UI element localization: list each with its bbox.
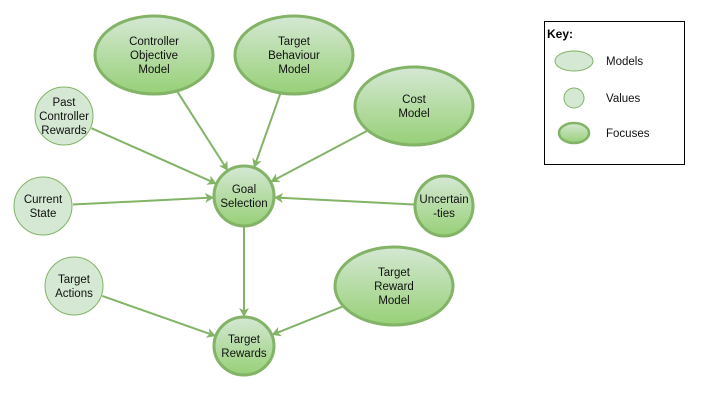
node-label-goal-selection-line-1: Selection xyxy=(220,198,267,210)
node-label-controller-objective-model-line-0: Controller xyxy=(129,36,179,48)
key-model-swatch xyxy=(554,50,594,72)
node-label-controller-objective-model-line-1: Objective xyxy=(130,50,178,62)
edge-cost-model-to-goal-selection xyxy=(270,129,368,183)
node-label-controller-objective-model-line-2: Model xyxy=(138,64,169,76)
node-shape-current-state xyxy=(13,176,73,236)
node-label-target-actions-line-1: Actions xyxy=(55,288,93,300)
node-shape-target-behaviour-model xyxy=(233,14,355,96)
node-shape-controller-objective-model xyxy=(93,14,215,96)
key-values-label: Values xyxy=(606,93,641,105)
node-label-target-behaviour-model-line-1: Behaviour xyxy=(268,50,320,62)
node-label-past-controller-rewards-line-1: Controller xyxy=(39,111,89,123)
node-label-uncertainties-line-0: Uncertain xyxy=(419,194,468,206)
node-label-cost-model-line-1: Model xyxy=(398,108,429,120)
key-focuses-label: Focuses xyxy=(606,128,650,140)
node-shape-target-rewards xyxy=(212,315,276,377)
node-shape-cost-model xyxy=(353,65,475,147)
node-label-target-reward-model-line-2: Model xyxy=(378,295,409,307)
node-label-target-rewards-line-1: Rewards xyxy=(221,348,267,360)
node-shape-target-reward-model xyxy=(333,245,455,327)
node-label-target-behaviour-model-line-0: Target xyxy=(278,36,311,48)
node-label-uncertainties-line-1: -ties xyxy=(433,208,455,220)
edge-current-state-to-goal-selection xyxy=(72,192,215,206)
node-label-current-state-line-0: Current xyxy=(24,194,63,206)
edge-target-reward-model-to-target-rewards xyxy=(271,305,343,337)
key-title: Key: xyxy=(547,27,573,41)
node-label-target-reward-model-line-0: Target xyxy=(378,267,411,279)
node-label-target-rewards-line-0: Target xyxy=(228,334,261,346)
node-label-target-behaviour-model-line-2: Model xyxy=(278,64,309,76)
edges-layer xyxy=(72,91,415,338)
node-shape-past-controller-rewards xyxy=(34,86,94,146)
key-focus-swatch xyxy=(557,121,591,145)
node-label-past-controller-rewards-line-2: Rewards xyxy=(41,125,87,137)
edge-past-controller-rewards-to-goal-selection xyxy=(91,127,217,185)
node-label-past-controller-rewards-line-0: Past xyxy=(52,97,76,109)
node-label-current-state-line-1: State xyxy=(30,208,57,220)
node-label-target-reward-model-line-1: Reward xyxy=(374,281,414,293)
node-shape-uncertainties xyxy=(413,174,475,238)
edge-uncertainties-to-goal-selection xyxy=(273,192,415,206)
node-label-target-actions-line-0: Target xyxy=(58,274,91,286)
nodes-layer: ControllerObjectiveModelTargetBehaviourM… xyxy=(13,14,475,377)
node-label-goal-selection-line-0: Goal xyxy=(232,184,256,196)
key-value-swatch xyxy=(563,87,585,109)
node-uncertainties: Uncertain -ties xyxy=(413,174,475,238)
key-legend: Key: Models Values Focuses xyxy=(544,21,685,165)
edge-controller-objective-model-to-goal-selection xyxy=(176,91,229,171)
edge-target-actions-to-target-rewards xyxy=(101,295,216,338)
node-shape-target-actions xyxy=(44,256,104,316)
node-label-cost-model-line-0: Cost xyxy=(402,94,426,106)
edge-target-behaviour-model-to-goal-selection xyxy=(252,93,282,168)
key-models-label: Models xyxy=(606,56,643,68)
node-shape-goal-selection xyxy=(212,164,276,228)
